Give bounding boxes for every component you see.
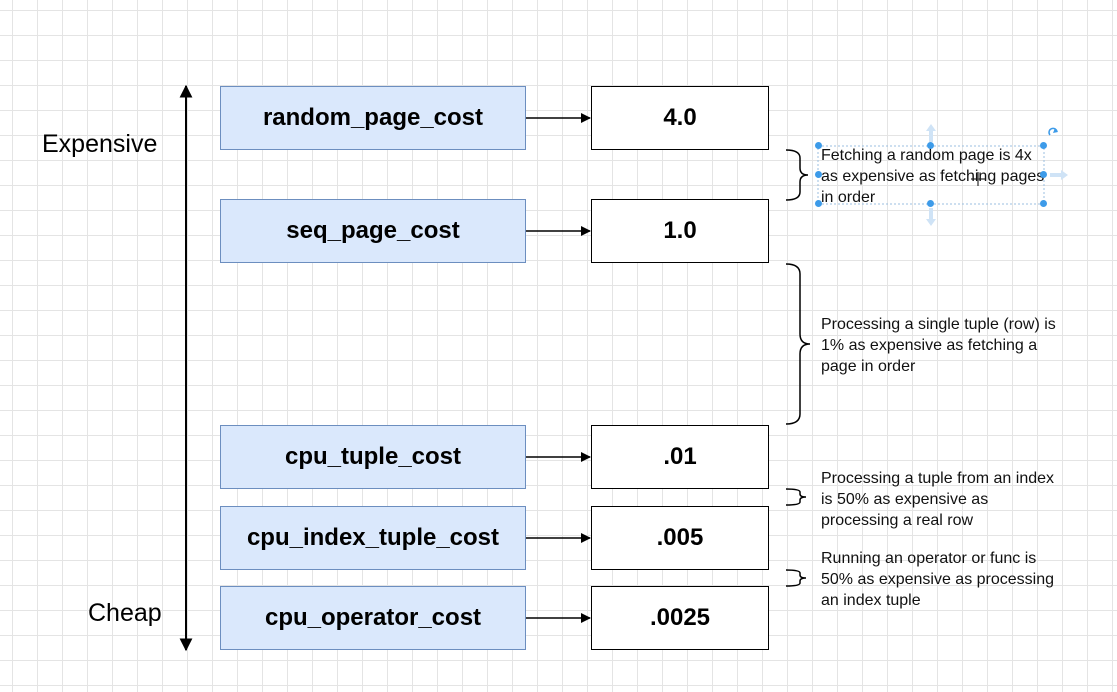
param-box-cpu-operator-cost[interactable]: cpu_operator_cost	[220, 586, 526, 650]
brace-seq-vs-tuple[interactable]	[785, 263, 811, 425]
value-box-random-page-cost[interactable]: 4.0	[591, 86, 769, 150]
param-box-random-page-cost[interactable]: random_page_cost	[220, 86, 526, 150]
note-seq-vs-tuple[interactable]: Processing a single tuple (row) is 1% as…	[821, 316, 1056, 375]
value-box-seq-page-cost[interactable]: 1.0	[591, 199, 769, 263]
rotate-handle-icon[interactable]	[1048, 127, 1058, 136]
brace-random-vs-seq[interactable]	[785, 149, 809, 201]
move-cursor-icon	[971, 172, 985, 186]
selection-arrow-down-icon[interactable]	[926, 208, 936, 226]
cheap-label: Cheap	[88, 599, 162, 627]
resize-handle-left[interactable]	[815, 171, 822, 178]
selection-arrow-up-icon[interactable]	[926, 124, 936, 142]
resize-handle-right[interactable]	[1040, 171, 1047, 178]
resize-handle-bottom-left[interactable]	[815, 200, 822, 207]
resize-handle-bottom-right[interactable]	[1040, 200, 1047, 207]
param-box-cpu-index-tuple-cost[interactable]: cpu_index_tuple_cost	[220, 506, 526, 570]
param-box-seq-page-cost[interactable]: seq_page_cost	[220, 199, 526, 263]
value-box-cpu-operator-cost[interactable]: .0025	[591, 586, 769, 650]
note-tuple-vs-index[interactable]: Processing a tuple from an index is 50% …	[821, 470, 1055, 529]
brace-index-vs-operator[interactable]	[785, 569, 807, 587]
value-box-cpu-tuple-cost[interactable]: .01	[591, 425, 769, 489]
note-index-vs-operator[interactable]: Running an operator or func is 50% as ex…	[821, 550, 1055, 609]
resize-handle-top-left[interactable]	[815, 142, 822, 149]
brace-tuple-vs-index[interactable]	[785, 488, 807, 506]
selection-arrow-right-icon[interactable]	[1050, 170, 1068, 180]
resize-handle-bottom[interactable]	[927, 200, 934, 207]
param-box-cpu-tuple-cost[interactable]: cpu_tuple_cost	[220, 425, 526, 489]
resize-handle-top-right[interactable]	[1040, 142, 1047, 149]
expensive-label: Expensive	[42, 130, 158, 158]
value-box-cpu-index-tuple-cost[interactable]: .005	[591, 506, 769, 570]
note-random-vs-seq[interactable]: Fetching a random page is 4x as expensiv…	[821, 147, 1045, 206]
resize-handle-top[interactable]	[927, 142, 934, 149]
